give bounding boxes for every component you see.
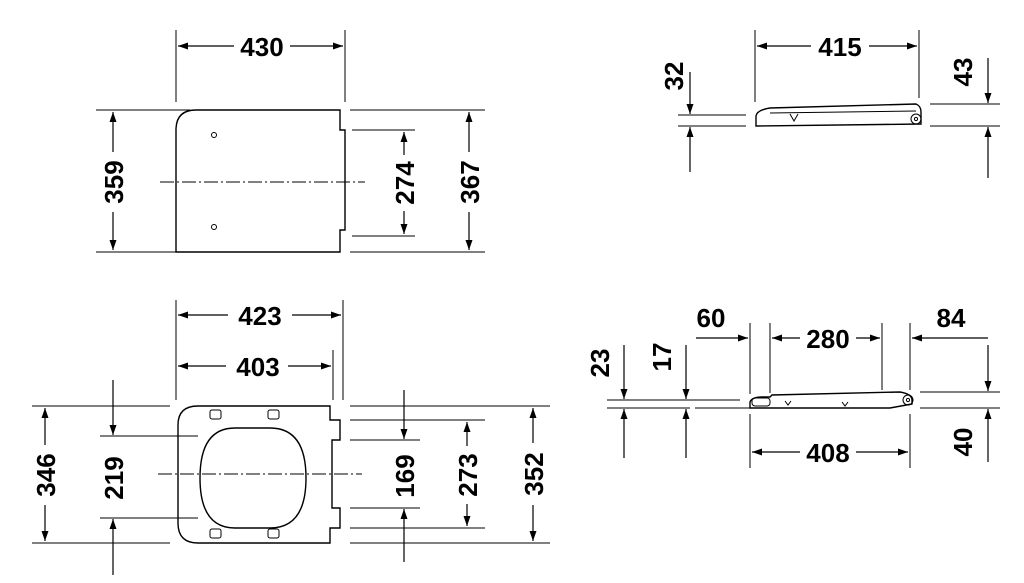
dim-depth-367: 367 (455, 160, 485, 203)
seat-outline (177, 405, 341, 544)
dim-width-423: 423 (238, 301, 281, 331)
seat-top-view: 423 403 346 219 169 273 352 (31, 300, 550, 575)
dim-length-415: 415 (818, 32, 861, 62)
dim-height-40: 40 (948, 428, 978, 457)
lid-side-outline (755, 103, 922, 127)
dim-height-17: 17 (647, 343, 677, 372)
dim-height-23: 23 (585, 349, 615, 378)
lid-side-view: 415 32 43 (659, 30, 1000, 178)
dim-depth-273: 273 (453, 453, 483, 496)
dim-depth-346: 346 (31, 453, 61, 496)
dim-span-280: 280 (806, 324, 849, 354)
seat-side-view: 60 280 84 23 17 408 40 (585, 303, 1000, 468)
dim-width-403: 403 (236, 352, 279, 382)
hinge-hole (211, 224, 217, 230)
buffer (267, 409, 280, 420)
dim-height-43: 43 (948, 58, 978, 87)
dim-height-32: 32 (659, 62, 689, 91)
lid-outline (175, 109, 346, 253)
buffer (209, 409, 222, 420)
seat-side-outline (749, 391, 913, 409)
hinge-hole (211, 132, 217, 138)
dim-width-430: 430 (240, 32, 283, 62)
dim-length-408: 408 (806, 438, 849, 468)
hinge-pin (910, 113, 922, 125)
seat-opening (199, 427, 307, 529)
lid-top-view: 430 359 274 367 (96, 30, 485, 253)
buffer (209, 528, 222, 539)
hinge-pin (902, 394, 914, 406)
dim-offset-84: 84 (937, 303, 966, 333)
dim-depth-219: 219 (99, 456, 129, 499)
dim-offset-60: 60 (697, 303, 726, 333)
dim-depth-359: 359 (99, 160, 129, 203)
dim-depth-352: 352 (519, 452, 549, 495)
dim-opening-169: 169 (390, 454, 420, 497)
buffer (267, 528, 280, 539)
dim-depth-274: 274 (390, 161, 420, 205)
